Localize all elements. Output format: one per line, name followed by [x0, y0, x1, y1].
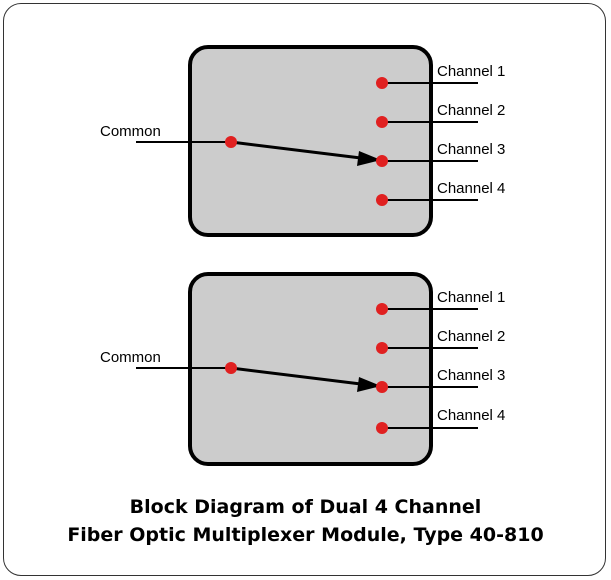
multiplexer-module-1: Common Channel 1 Channel 2 Channel 3 Cha… — [100, 45, 505, 237]
channel-2-label: Channel 2 — [437, 102, 505, 119]
common-label: Common — [100, 123, 161, 140]
channel-2-port-dot — [376, 342, 388, 354]
switch-arrow — [230, 366, 378, 388]
channel-4-port-dot — [376, 194, 388, 206]
channel-1-port-dot — [376, 77, 388, 89]
channel-3-label: Channel 3 — [437, 141, 505, 158]
channel-2-label: Channel 2 — [437, 328, 505, 345]
channel-4-port-dot — [376, 422, 388, 434]
channel-4-label: Channel 4 — [437, 407, 505, 424]
channel-2-port-dot — [376, 116, 388, 128]
channel-3-port-dot — [376, 155, 388, 167]
caption-line-1: Block Diagram of Dual 4 Channel — [129, 496, 482, 518]
switch-arrowhead — [357, 377, 381, 392]
channel-1-label: Channel 1 — [437, 63, 505, 80]
channel-1-label: Channel 1 — [437, 289, 505, 306]
channel-3-label: Channel 3 — [437, 367, 505, 384]
multiplexer-module-2: Common Channel 1 Channel 2 Channel 3 Cha… — [100, 272, 505, 466]
diagram-caption: Block Diagram of Dual 4 Channel Fiber Op… — [0, 493, 611, 549]
channel-3-port-dot — [376, 381, 388, 393]
common-port-dot — [225, 362, 237, 374]
caption-line-2: Fiber Optic Multiplexer Module, Type 40-… — [67, 524, 544, 546]
channel-4-label: Channel 4 — [437, 180, 505, 197]
switch-arrowhead — [357, 151, 381, 166]
common-label: Common — [100, 349, 161, 366]
channel-1-port-dot — [376, 303, 388, 315]
switch-arrow — [230, 140, 378, 162]
common-port-dot — [225, 136, 237, 148]
